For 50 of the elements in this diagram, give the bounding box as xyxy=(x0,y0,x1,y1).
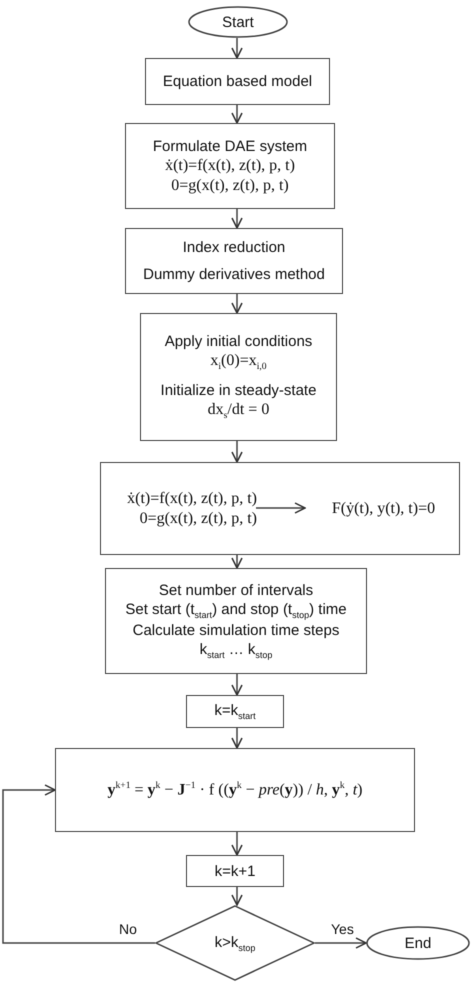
equation-text: 0=g(x(t), z(t), p, t) xyxy=(140,510,257,528)
arrow xyxy=(231,209,243,229)
node-text: Start xyxy=(222,14,254,30)
start-terminal xyxy=(188,6,288,38)
node-text: End xyxy=(404,934,432,952)
node-text: Set start (t$_{start}$) and stop (t$_{stop}$) time xyxy=(125,601,347,620)
node-text: k>k$_{stop}$ xyxy=(214,934,256,952)
node-text: k=k$_{start}$ xyxy=(214,702,256,721)
node-text: Dummy derivatives method xyxy=(143,266,325,283)
equation-text: F(ẏ(t), y(t), t)=0 xyxy=(332,500,436,518)
end-terminal xyxy=(366,926,470,960)
process-box xyxy=(125,123,335,209)
equation-text: x$_{i}$(0)=x$_{i,0}$ xyxy=(210,352,267,372)
equation-text: ẋ(t)=f(x(t), z(t), p, t) xyxy=(165,156,295,174)
edge-label: Yes xyxy=(329,921,356,937)
node-text: Index reduction xyxy=(182,239,286,256)
process-box xyxy=(105,568,367,674)
arrow xyxy=(231,294,243,314)
equation-text: ẋ(t)=f(x(t), z(t), p, t) xyxy=(127,490,257,508)
arrow xyxy=(315,937,367,949)
process-box xyxy=(140,313,337,441)
process-box xyxy=(186,695,284,728)
decision-diamond xyxy=(155,905,315,981)
node-text: Apply initial conditions xyxy=(164,332,312,350)
arrow xyxy=(231,832,243,856)
arrow xyxy=(231,38,243,59)
arrow xyxy=(256,502,306,514)
equation-text: dx$_{s}$/dt = 0 xyxy=(208,401,270,422)
arrow xyxy=(231,728,243,749)
process-box xyxy=(55,748,415,832)
arrow xyxy=(231,555,243,569)
process-box xyxy=(186,855,284,887)
node-text: Formulate DAE system xyxy=(152,138,308,154)
arrow xyxy=(231,441,243,463)
arrow xyxy=(231,674,243,696)
arrow xyxy=(2,784,155,944)
process-box xyxy=(100,462,460,555)
equation-text: 0=g(x(t), z(t), p, t) xyxy=(171,176,289,194)
arrow xyxy=(231,887,243,906)
node-text: k$_{start}$ … k$_{stop}$ xyxy=(200,641,272,660)
node-text: Set number of intervals xyxy=(158,582,314,599)
process-box xyxy=(125,228,343,294)
process-box xyxy=(145,58,330,105)
edge-label: No xyxy=(117,921,139,937)
node-text: k=k+1 xyxy=(214,862,256,880)
node-text: Equation based model xyxy=(162,73,312,90)
node-text: Calculate simulation time steps xyxy=(132,622,340,639)
equation-text: y$^{k+1}$ = y$^{k}$ − J$^{−1}$ · f ((y$^{k}$ − pre(y)) / h, y$^{k}$, t) xyxy=(108,780,362,800)
node-text: Initialize in steady-state xyxy=(160,382,316,399)
arrow xyxy=(231,105,243,124)
